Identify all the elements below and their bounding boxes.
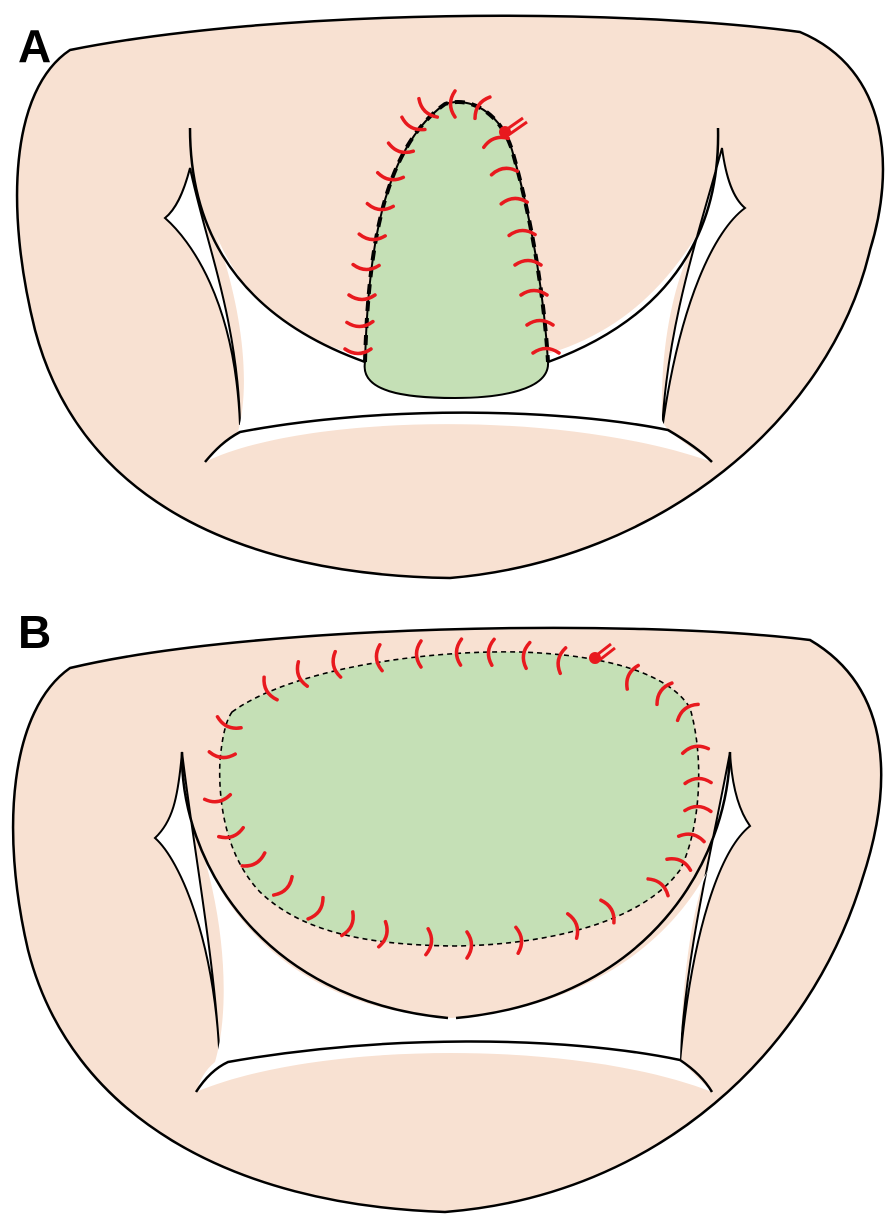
panel-b-label: B — [18, 606, 51, 658]
suture-stitch — [525, 318, 555, 327]
suture-stitch — [340, 910, 355, 938]
suture-stitch — [683, 776, 713, 786]
suture-stitch — [414, 639, 423, 669]
suture-stitch — [376, 919, 389, 949]
panel-b-lumen — [196, 860, 712, 1092]
suture-stitch — [295, 660, 310, 688]
suture-stitch — [531, 346, 561, 355]
suture-stitch — [625, 663, 640, 691]
suture-stitch — [306, 895, 325, 921]
suture-stitch — [513, 258, 543, 267]
suture-stitch — [665, 857, 693, 872]
panel-b: B — [11, 606, 883, 1214]
suture-stitch — [655, 681, 674, 707]
suture-stitch — [599, 898, 616, 925]
suture-stitch — [556, 646, 568, 676]
suture-stitch — [374, 643, 384, 673]
suture-stitch — [400, 115, 427, 132]
panel-b-lower-leaflet-edge — [194, 1040, 714, 1093]
suture-stitch — [521, 640, 532, 671]
suture-stitch — [489, 166, 520, 177]
suture-stitch — [347, 293, 377, 302]
panel-b-patch — [218, 651, 700, 947]
panel-b-upper-leaflet-edge — [180, 751, 732, 1020]
panel-b-knot-icon — [589, 642, 616, 664]
suture-stitch — [473, 95, 492, 121]
suture-stitch — [514, 925, 524, 955]
panel-b-sutures — [202, 637, 713, 960]
panel-b-left-cleft — [153, 751, 221, 1066]
suture-stitch — [417, 96, 440, 119]
suture-stitch — [519, 288, 549, 297]
suture-stitch — [465, 930, 474, 960]
panel-a-right-cleft — [661, 147, 747, 431]
panel-a-lumen — [205, 230, 712, 462]
suture-stitch — [351, 262, 381, 272]
panel-a-lower-leaflet-edge — [204, 411, 713, 463]
suture-stitch — [357, 232, 387, 242]
suture-stitch — [262, 675, 279, 702]
panel-a-left-cleft — [163, 167, 241, 426]
suture-stitch — [345, 319, 375, 329]
panel-a-sutures — [343, 89, 561, 356]
panel-a-label: A — [18, 20, 51, 72]
suture-stitch — [499, 196, 529, 206]
suture-stitch — [486, 637, 496, 667]
suture-stitch — [386, 141, 416, 155]
suture-stitch — [215, 715, 243, 730]
suture-stitch — [424, 927, 434, 957]
suture-stitch — [331, 649, 343, 679]
suture-stitch — [683, 804, 713, 814]
suture-stitch — [202, 793, 233, 804]
suture-stitch — [680, 744, 711, 755]
suture-stitch — [454, 637, 464, 667]
suture-stitch — [271, 874, 294, 897]
suture-stitch — [343, 347, 373, 356]
suture-stitch — [646, 877, 670, 898]
suture-stitch — [207, 750, 237, 760]
panel-a: A — [15, 14, 885, 580]
suture-stitch — [565, 912, 580, 940]
panel-a-knot-icon — [499, 116, 528, 138]
suture-stitch — [448, 89, 457, 119]
suture-stitch — [675, 702, 700, 723]
suture-stitch — [507, 228, 537, 238]
suture-stitch — [365, 201, 395, 212]
suture-stitch — [217, 825, 245, 840]
panel-b-right-cleft — [679, 751, 752, 1063]
suture-stitch — [375, 171, 406, 182]
suture-stitch — [676, 832, 706, 844]
suture-stitch — [240, 851, 267, 868]
